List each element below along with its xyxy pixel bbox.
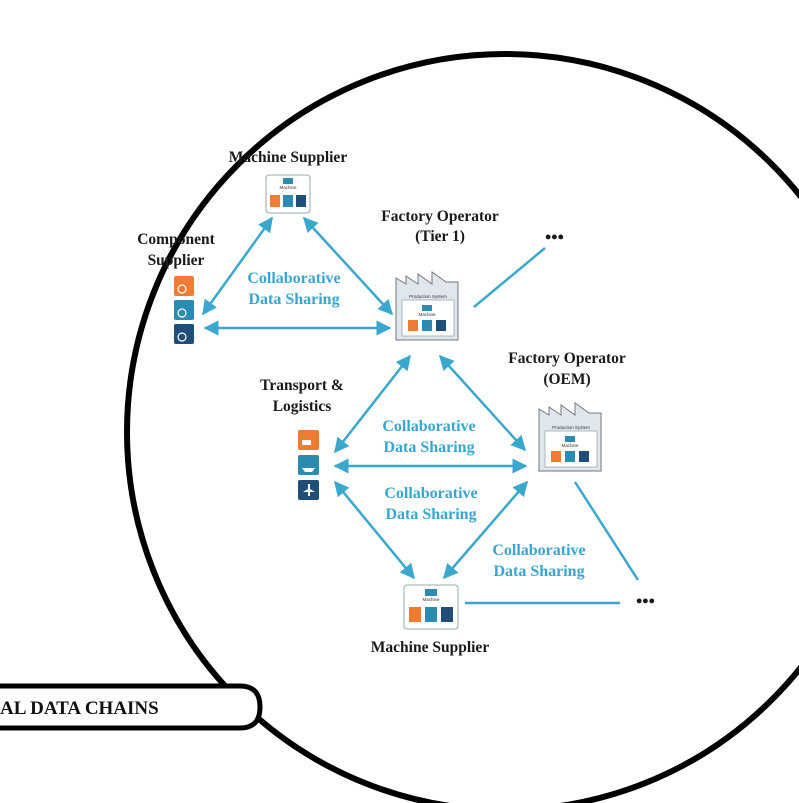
ellipsis-bottom: ••• bbox=[636, 591, 655, 611]
link-transport-machine bbox=[334, 480, 415, 580]
svg-text:Machine: Machine bbox=[279, 185, 297, 190]
banner-title: AL DATA CHAINS bbox=[0, 698, 159, 719]
svg-text:Production System: Production System bbox=[409, 294, 447, 299]
collab-label-1-line1: Collaborative bbox=[247, 270, 340, 287]
collab-label-3-line2: Data Sharing bbox=[385, 506, 476, 523]
machine-supplier-bottom-label: Machine Supplier bbox=[371, 639, 490, 656]
collab-label-4-line2: Data Sharing bbox=[493, 563, 584, 580]
factory-oem-label-1: Factory Operator bbox=[508, 350, 626, 367]
link-oem-ellipsis bbox=[573, 481, 640, 581]
factory-tier1-label-1: Factory Operator bbox=[381, 208, 499, 225]
collab-label-3-line1: Collaborative bbox=[384, 485, 477, 502]
factory-tier1-label-2: (Tier 1) bbox=[415, 228, 465, 245]
link-oem-machine bbox=[443, 480, 528, 580]
svg-text:Production System: Production System bbox=[552, 425, 590, 430]
transport-icons bbox=[298, 430, 319, 500]
factory-icon: Production System Machine bbox=[538, 402, 602, 472]
link-machine-component bbox=[201, 216, 274, 316]
link-tier1-ellipsis bbox=[473, 247, 546, 308]
factory-icon: Production System Machine bbox=[395, 271, 459, 341]
svg-text:Machine: Machine bbox=[418, 312, 436, 317]
component-icons bbox=[174, 276, 194, 344]
link-tier1-oem bbox=[438, 354, 527, 452]
transport-label-2: Logistics bbox=[273, 398, 332, 415]
link-tier1-transport bbox=[334, 354, 411, 454]
component-supplier-label-1: Component bbox=[137, 231, 215, 248]
machine-supplier-top-label: Machine Supplier bbox=[229, 149, 348, 166]
svg-text:Machine: Machine bbox=[422, 597, 440, 602]
svg-text:Machine: Machine bbox=[561, 443, 579, 448]
link-machine-tier1 bbox=[302, 216, 394, 316]
component-supplier-label-2: Supplier bbox=[148, 252, 205, 269]
transport-label-1: Transport & bbox=[260, 377, 344, 394]
ship-icon bbox=[298, 455, 319, 475]
machine-icon: Machine bbox=[265, 174, 311, 214]
collab-label-2-line2: Data Sharing bbox=[383, 439, 474, 456]
collab-label-2-line1: Collaborative bbox=[382, 418, 475, 435]
machine-icon: Machine bbox=[403, 584, 459, 630]
ellipsis-top: ••• bbox=[545, 227, 564, 247]
section-banner: AL DATA CHAINS bbox=[0, 683, 263, 731]
factory-oem-label-2: (OEM) bbox=[543, 371, 590, 388]
collab-label-1-line2: Data Sharing bbox=[248, 291, 339, 308]
scope-circle bbox=[124, 51, 799, 803]
connections bbox=[201, 216, 640, 605]
collab-label-4-line1: Collaborative bbox=[492, 542, 585, 559]
